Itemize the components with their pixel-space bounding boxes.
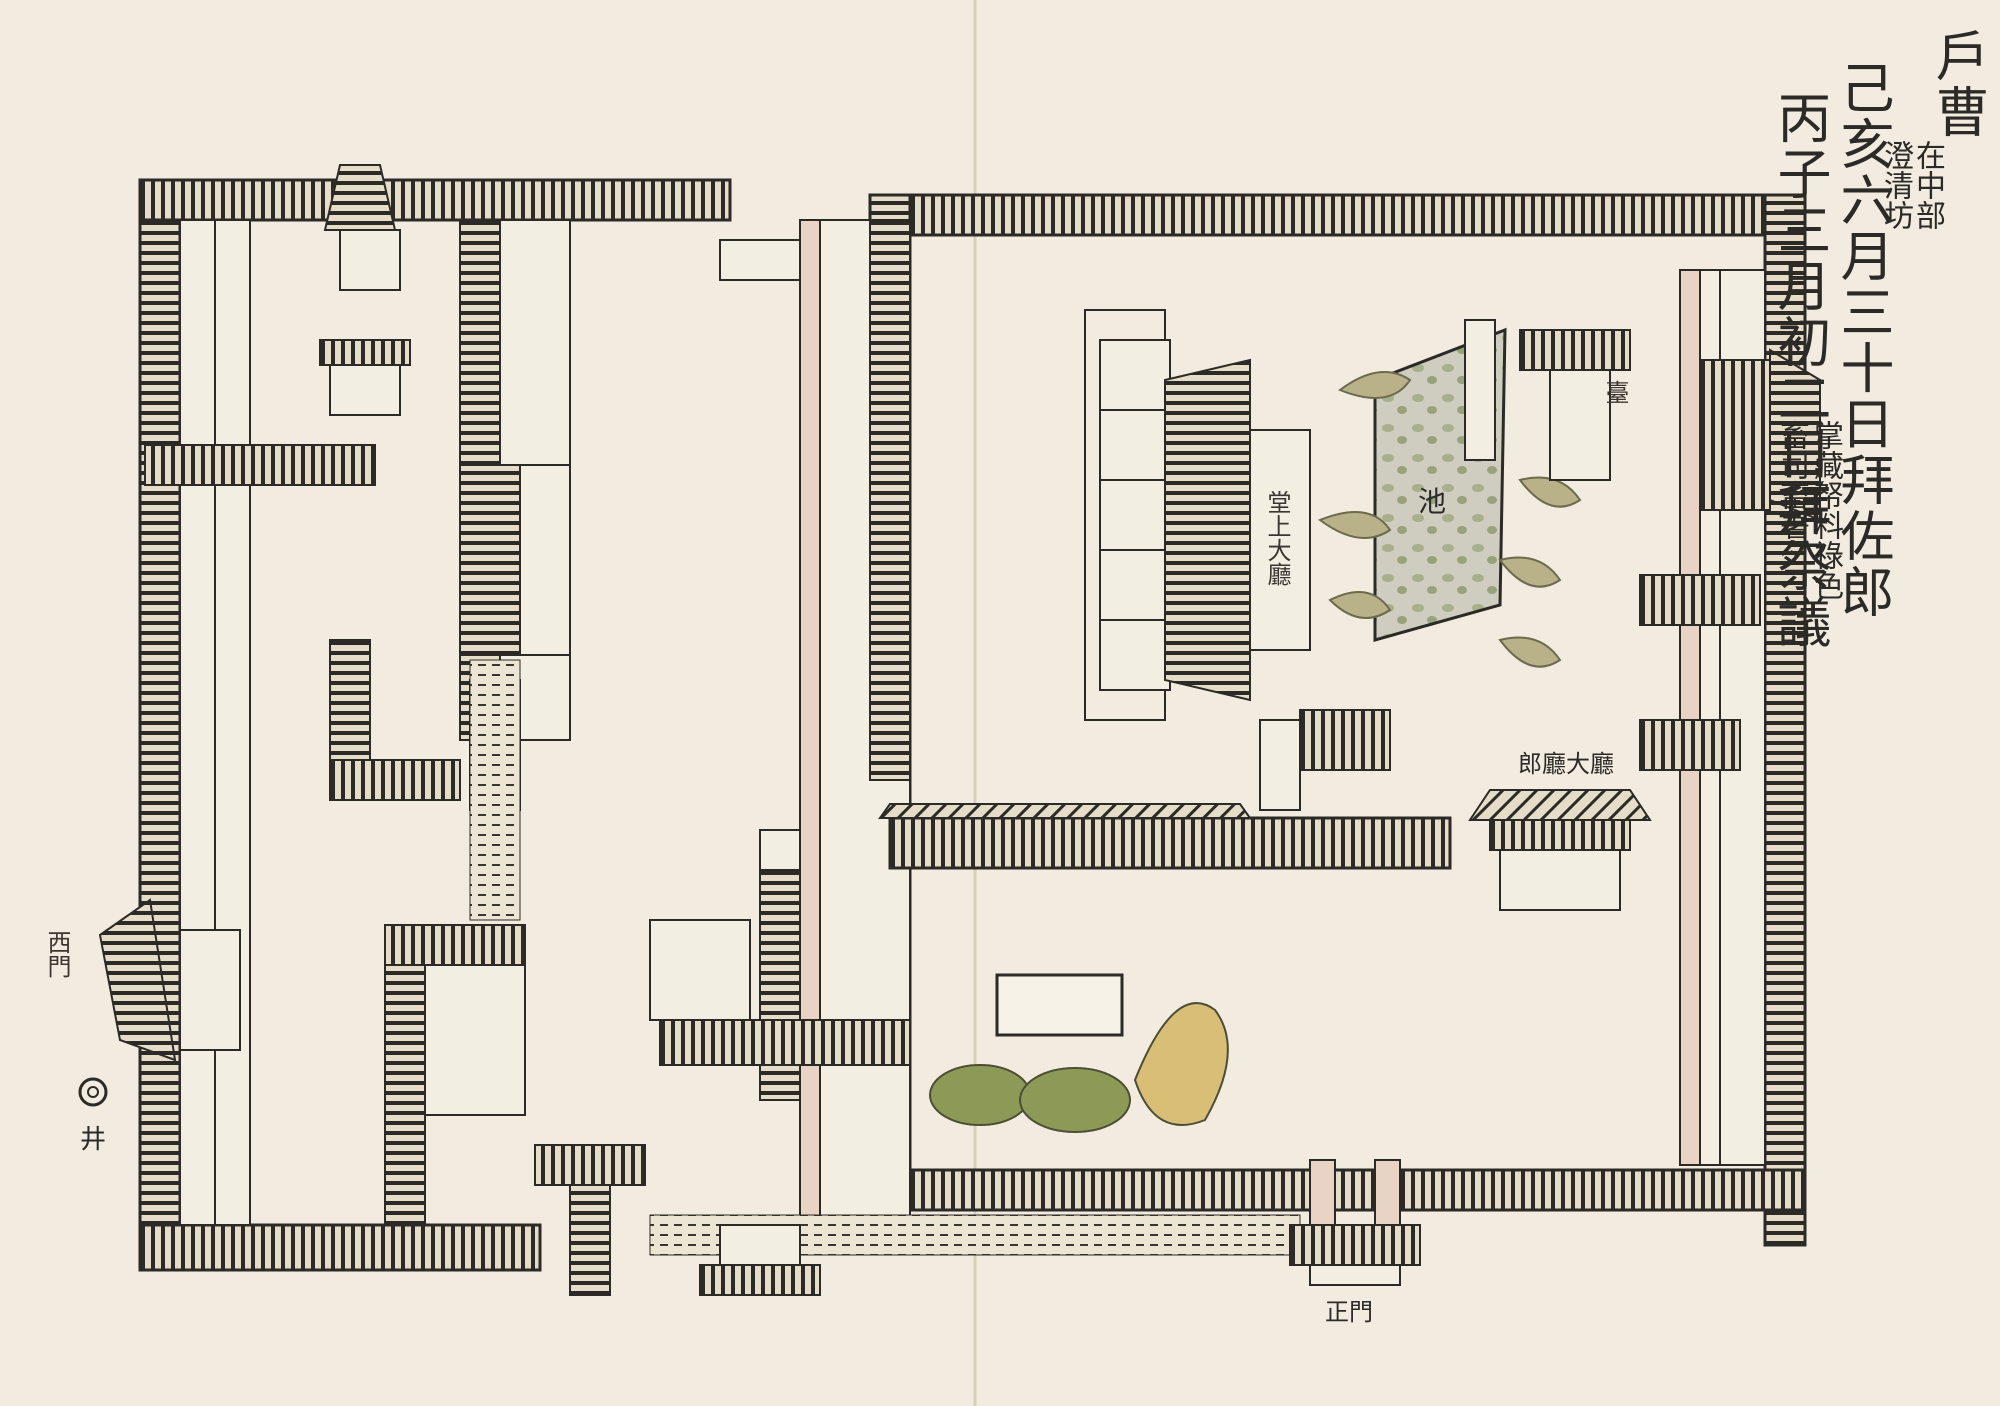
label-main-hall: 堂上大廳 xyxy=(1263,490,1291,586)
inscription-date-line: 己亥六月三十日拜佐郎 xyxy=(1831,60,1894,620)
label-west-gate: 西門 xyxy=(43,930,71,978)
cross-wall xyxy=(888,816,1452,870)
south-gate-building xyxy=(1289,1159,1421,1286)
inscription-location-1: 在中部 xyxy=(1910,140,1945,230)
inscription-location-2: 澄清坊 xyxy=(1878,140,1913,230)
west-buildings xyxy=(319,164,571,1226)
officials-hall-building xyxy=(1468,789,1652,911)
empty-placard xyxy=(995,973,1124,1037)
central-t-building xyxy=(649,829,911,1101)
label-pond: 池 xyxy=(1418,485,1447,518)
side-pavilion xyxy=(1464,319,1631,481)
inscription-duty-2: 畜司畜署 xyxy=(1774,420,1809,540)
label-side-building: 臺 xyxy=(1601,380,1629,404)
east-buildings xyxy=(1639,348,1821,771)
west-gate-building xyxy=(98,898,241,1062)
main-hall-building xyxy=(1084,309,1311,721)
inscription-office: 戶曹 xyxy=(1926,28,1989,140)
shrubs xyxy=(929,1002,1229,1133)
inscription-duty-1: 掌藏帑料祿色 xyxy=(1808,420,1843,600)
inscription-date-line-2: 丙子三月初二日拜祭議 xyxy=(1768,90,1831,650)
label-south-gate: 正門 xyxy=(1325,1298,1373,1326)
paved-path-west xyxy=(469,659,521,921)
well-symbol xyxy=(78,1077,108,1107)
southwest-buildings xyxy=(534,1144,821,1296)
pine-trees xyxy=(1317,371,1582,668)
label-well: 井 xyxy=(80,1125,107,1155)
label-officials-hall: 郎廳大廳 xyxy=(1518,750,1614,778)
hall-gate xyxy=(1259,709,1391,811)
